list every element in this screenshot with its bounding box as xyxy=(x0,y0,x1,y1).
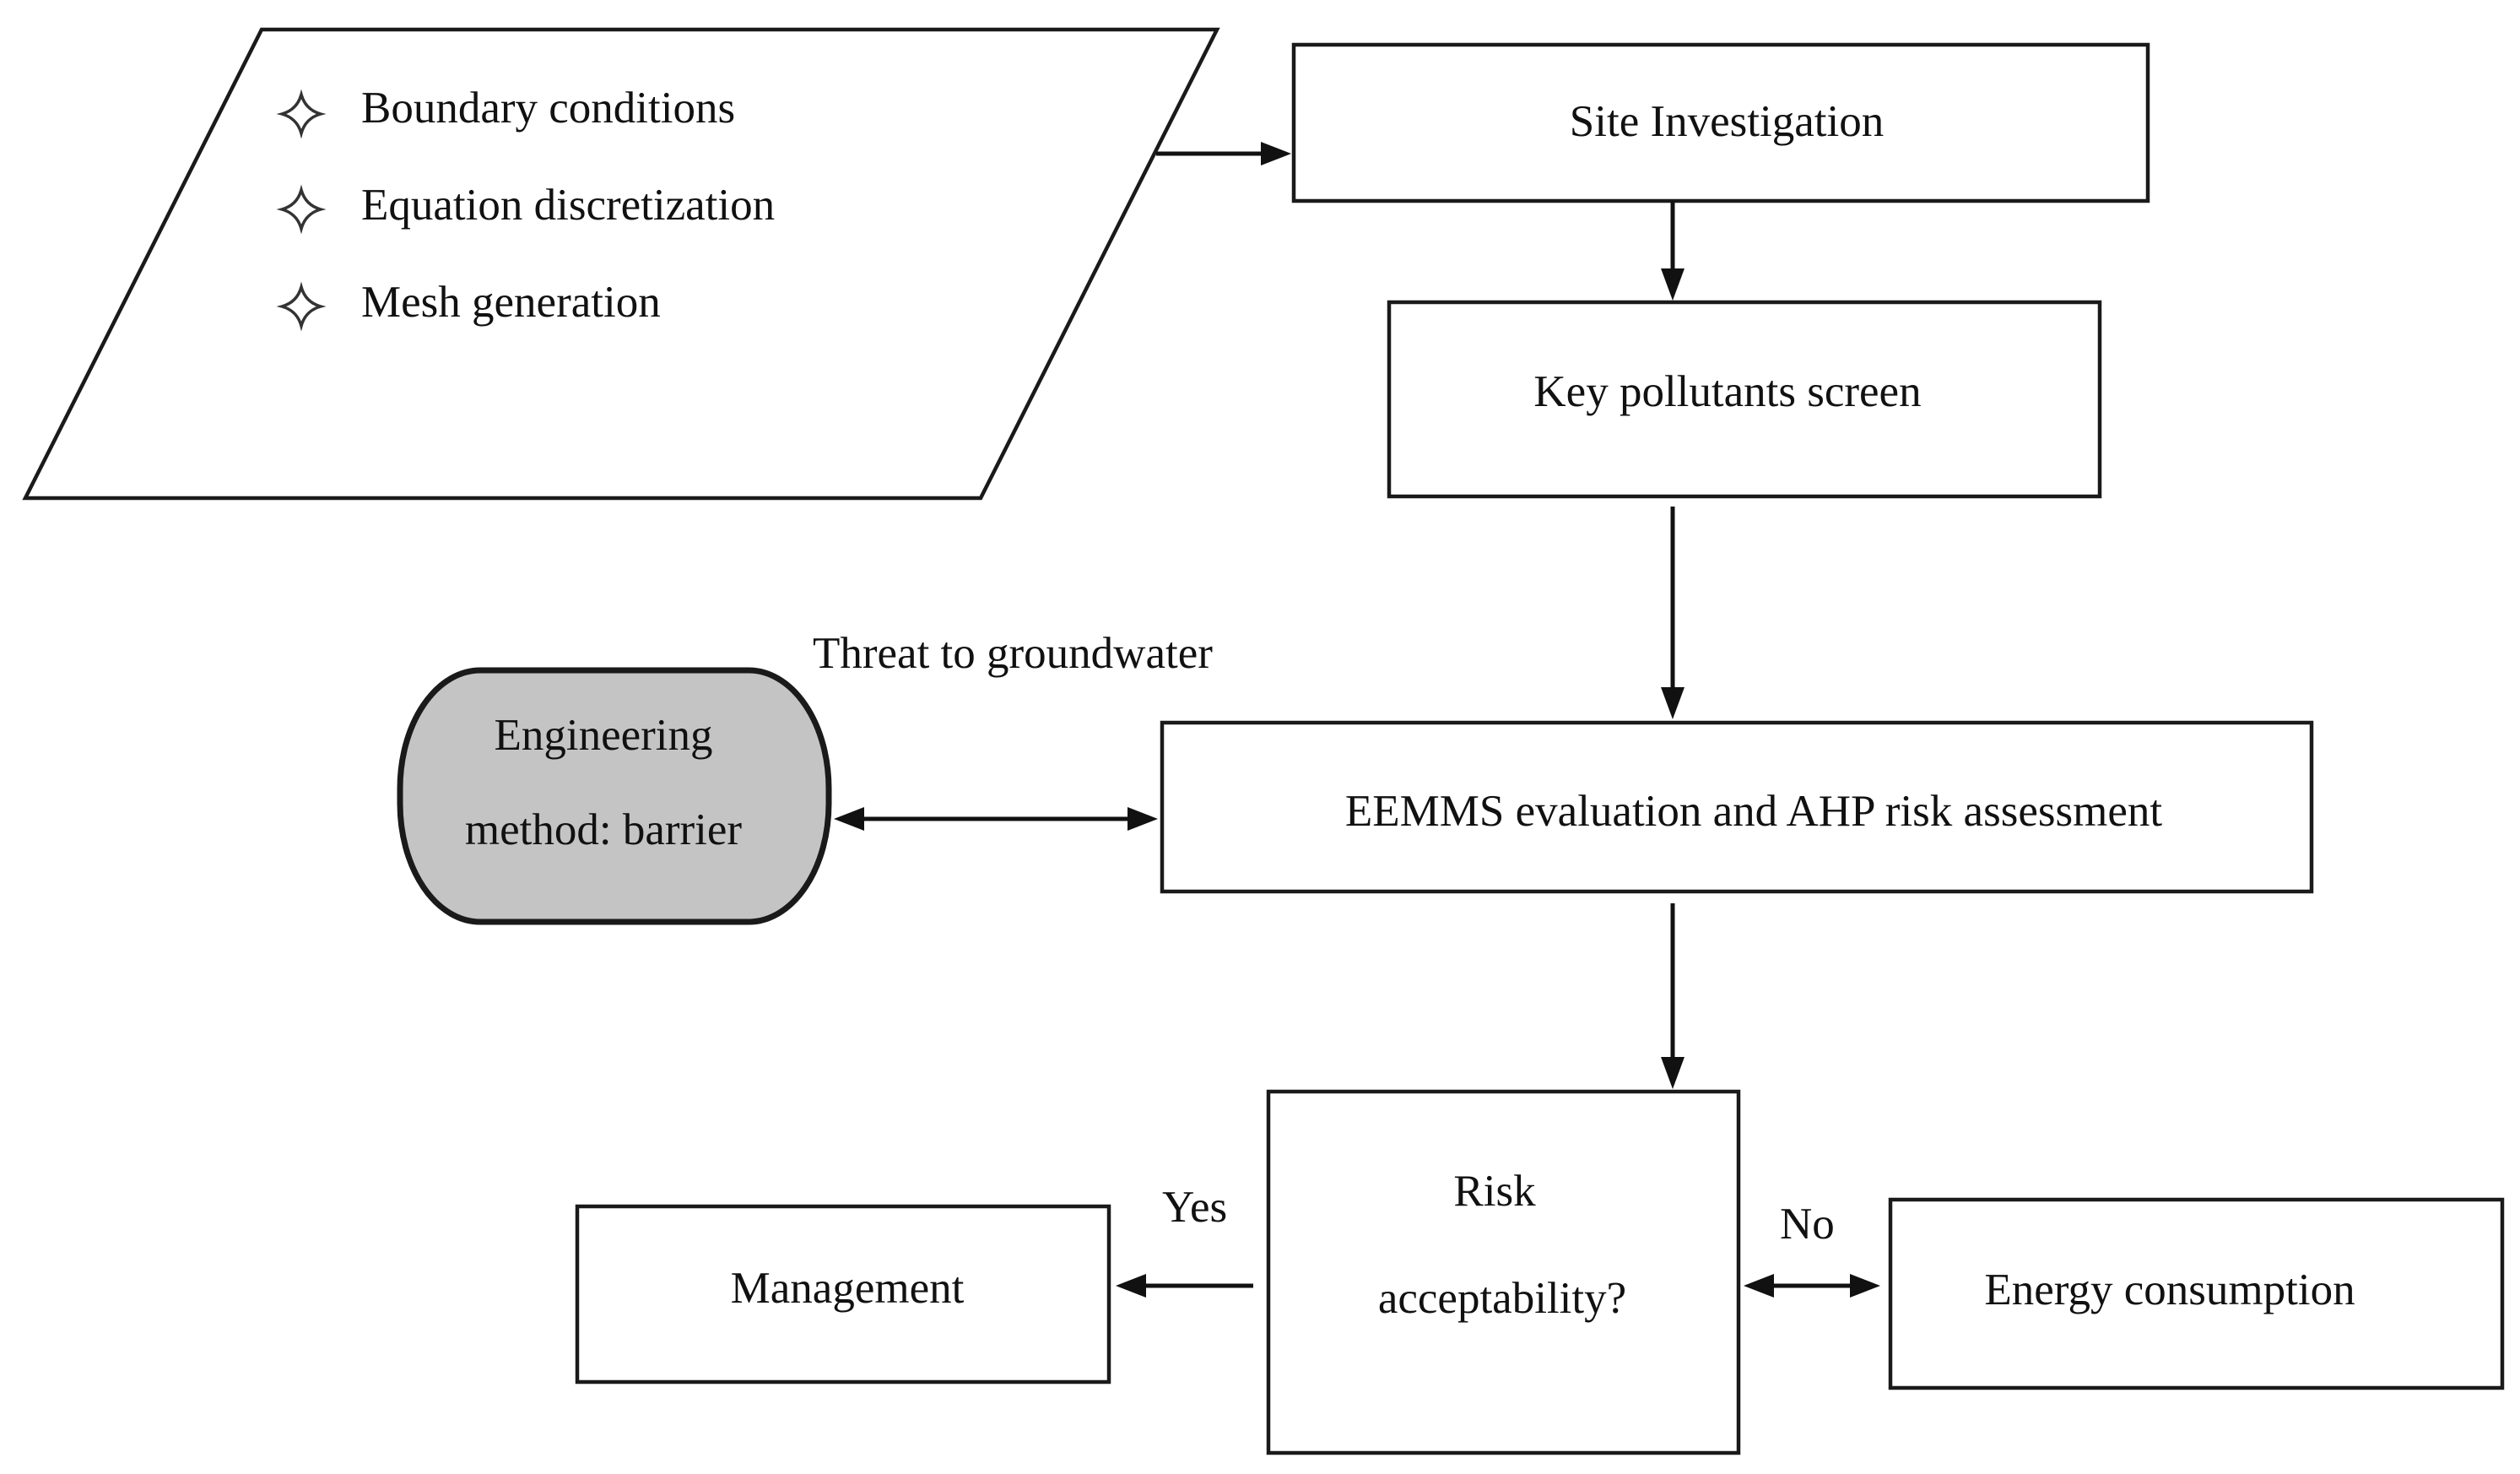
input-item-label: Boundary conditions xyxy=(361,84,735,133)
no-edge-label: No xyxy=(1780,1200,1835,1249)
engineering-method-terminal: Engineering method: barrier xyxy=(397,667,832,925)
eemms-box: EEMMS evaluation and AHP risk assessment xyxy=(1160,720,2314,894)
arrow-eemms-to-risk xyxy=(1661,903,1685,1089)
management-label: Management xyxy=(731,1264,965,1313)
four-point-star-icon xyxy=(276,281,327,332)
engineering-label-line1: Engineering xyxy=(494,711,712,760)
key-pollutants-label: Key pollutants screen xyxy=(1533,367,1921,416)
arrow-site-to-pollutants xyxy=(1661,201,1685,301)
risk-label-line1: Risk xyxy=(1453,1167,1536,1216)
input-item-label: Mesh generation xyxy=(361,278,661,327)
double-arrow-risk-energy xyxy=(1744,1274,1880,1298)
input-item-equation: Equation discretization xyxy=(276,181,775,235)
input-item-boundary: Boundary conditions xyxy=(276,84,735,139)
eemms-label: EEMMS evaluation and AHP risk assessment xyxy=(1345,787,2162,836)
yes-edge-label: Yes xyxy=(1162,1183,1227,1232)
input-item-label: Equation discretization xyxy=(361,181,775,230)
site-investigation-label: Site Investigation xyxy=(1570,97,1884,146)
management-box: Management xyxy=(575,1204,1111,1385)
threat-edge-label: Threat to groundwater xyxy=(813,629,1213,678)
key-pollutants-box: Key pollutants screen xyxy=(1387,300,2102,499)
double-arrow-engineering-eemms xyxy=(834,807,1158,831)
input-item-mesh: Mesh generation xyxy=(276,278,661,332)
input-parallelogram: Boundary conditions Equation discretizat… xyxy=(22,27,1220,501)
four-point-star-icon xyxy=(276,89,327,139)
site-investigation-box: Site Investigation xyxy=(1291,42,2150,203)
risk-label-line2: acceptability? xyxy=(1378,1274,1626,1323)
energy-consumption-label: Energy consumption xyxy=(1984,1265,2355,1314)
energy-consumption-box: Energy consumption xyxy=(1888,1197,2505,1390)
four-point-star-icon xyxy=(276,184,327,235)
engineering-label-line2: method: barrier xyxy=(465,805,743,854)
risk-decision-box: Risk acceptability? xyxy=(1266,1089,1741,1455)
arrow-pollutants-to-eemms xyxy=(1661,507,1685,719)
arrow-risk-to-management xyxy=(1116,1274,1253,1298)
arrow-input-to-site xyxy=(1156,142,1291,165)
